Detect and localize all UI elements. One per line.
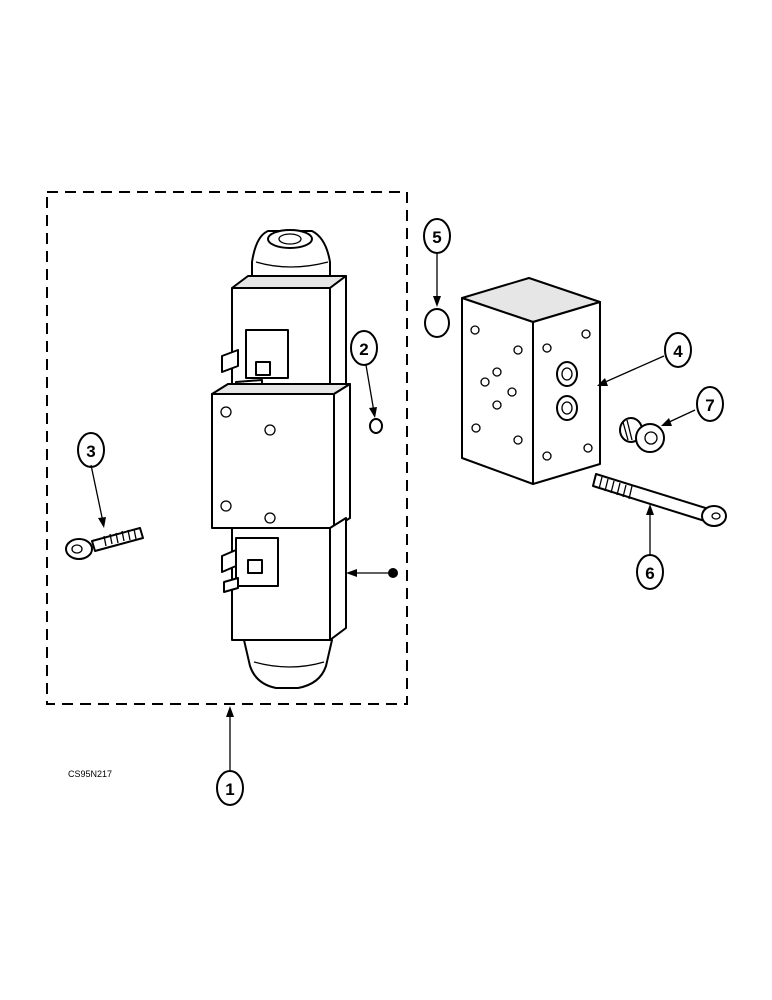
- callout-4: 4: [664, 332, 692, 368]
- callout-6-number: 6: [645, 564, 654, 583]
- callout-2: 2: [350, 330, 378, 366]
- leader-lines: [90, 252, 696, 770]
- cap-screw-part: [65, 527, 144, 560]
- callout-3: 3: [77, 432, 105, 468]
- callout-5-number: 5: [432, 228, 441, 247]
- figure-code: CS95N217: [68, 769, 112, 779]
- callout-2-number: 2: [359, 340, 368, 359]
- long-bolt-part: [592, 473, 727, 527]
- callout-4-number: 4: [673, 342, 683, 361]
- callout-5: 5: [423, 218, 451, 254]
- callout-1: 1: [216, 770, 244, 806]
- small-o-ring-part: [369, 418, 383, 434]
- callout-1-number: 1: [225, 780, 234, 799]
- manifold-block-part: [461, 277, 601, 485]
- reference-dot: [388, 568, 398, 578]
- callout-7: 7: [696, 386, 724, 422]
- callout-3-number: 3: [86, 442, 95, 461]
- large-o-ring-part: [424, 308, 450, 338]
- callout-6: 6: [636, 554, 664, 590]
- plug-part: [619, 417, 665, 453]
- solenoid-valve: [211, 229, 351, 689]
- callout-7-number: 7: [705, 396, 714, 415]
- assembly-boundary: [46, 191, 408, 705]
